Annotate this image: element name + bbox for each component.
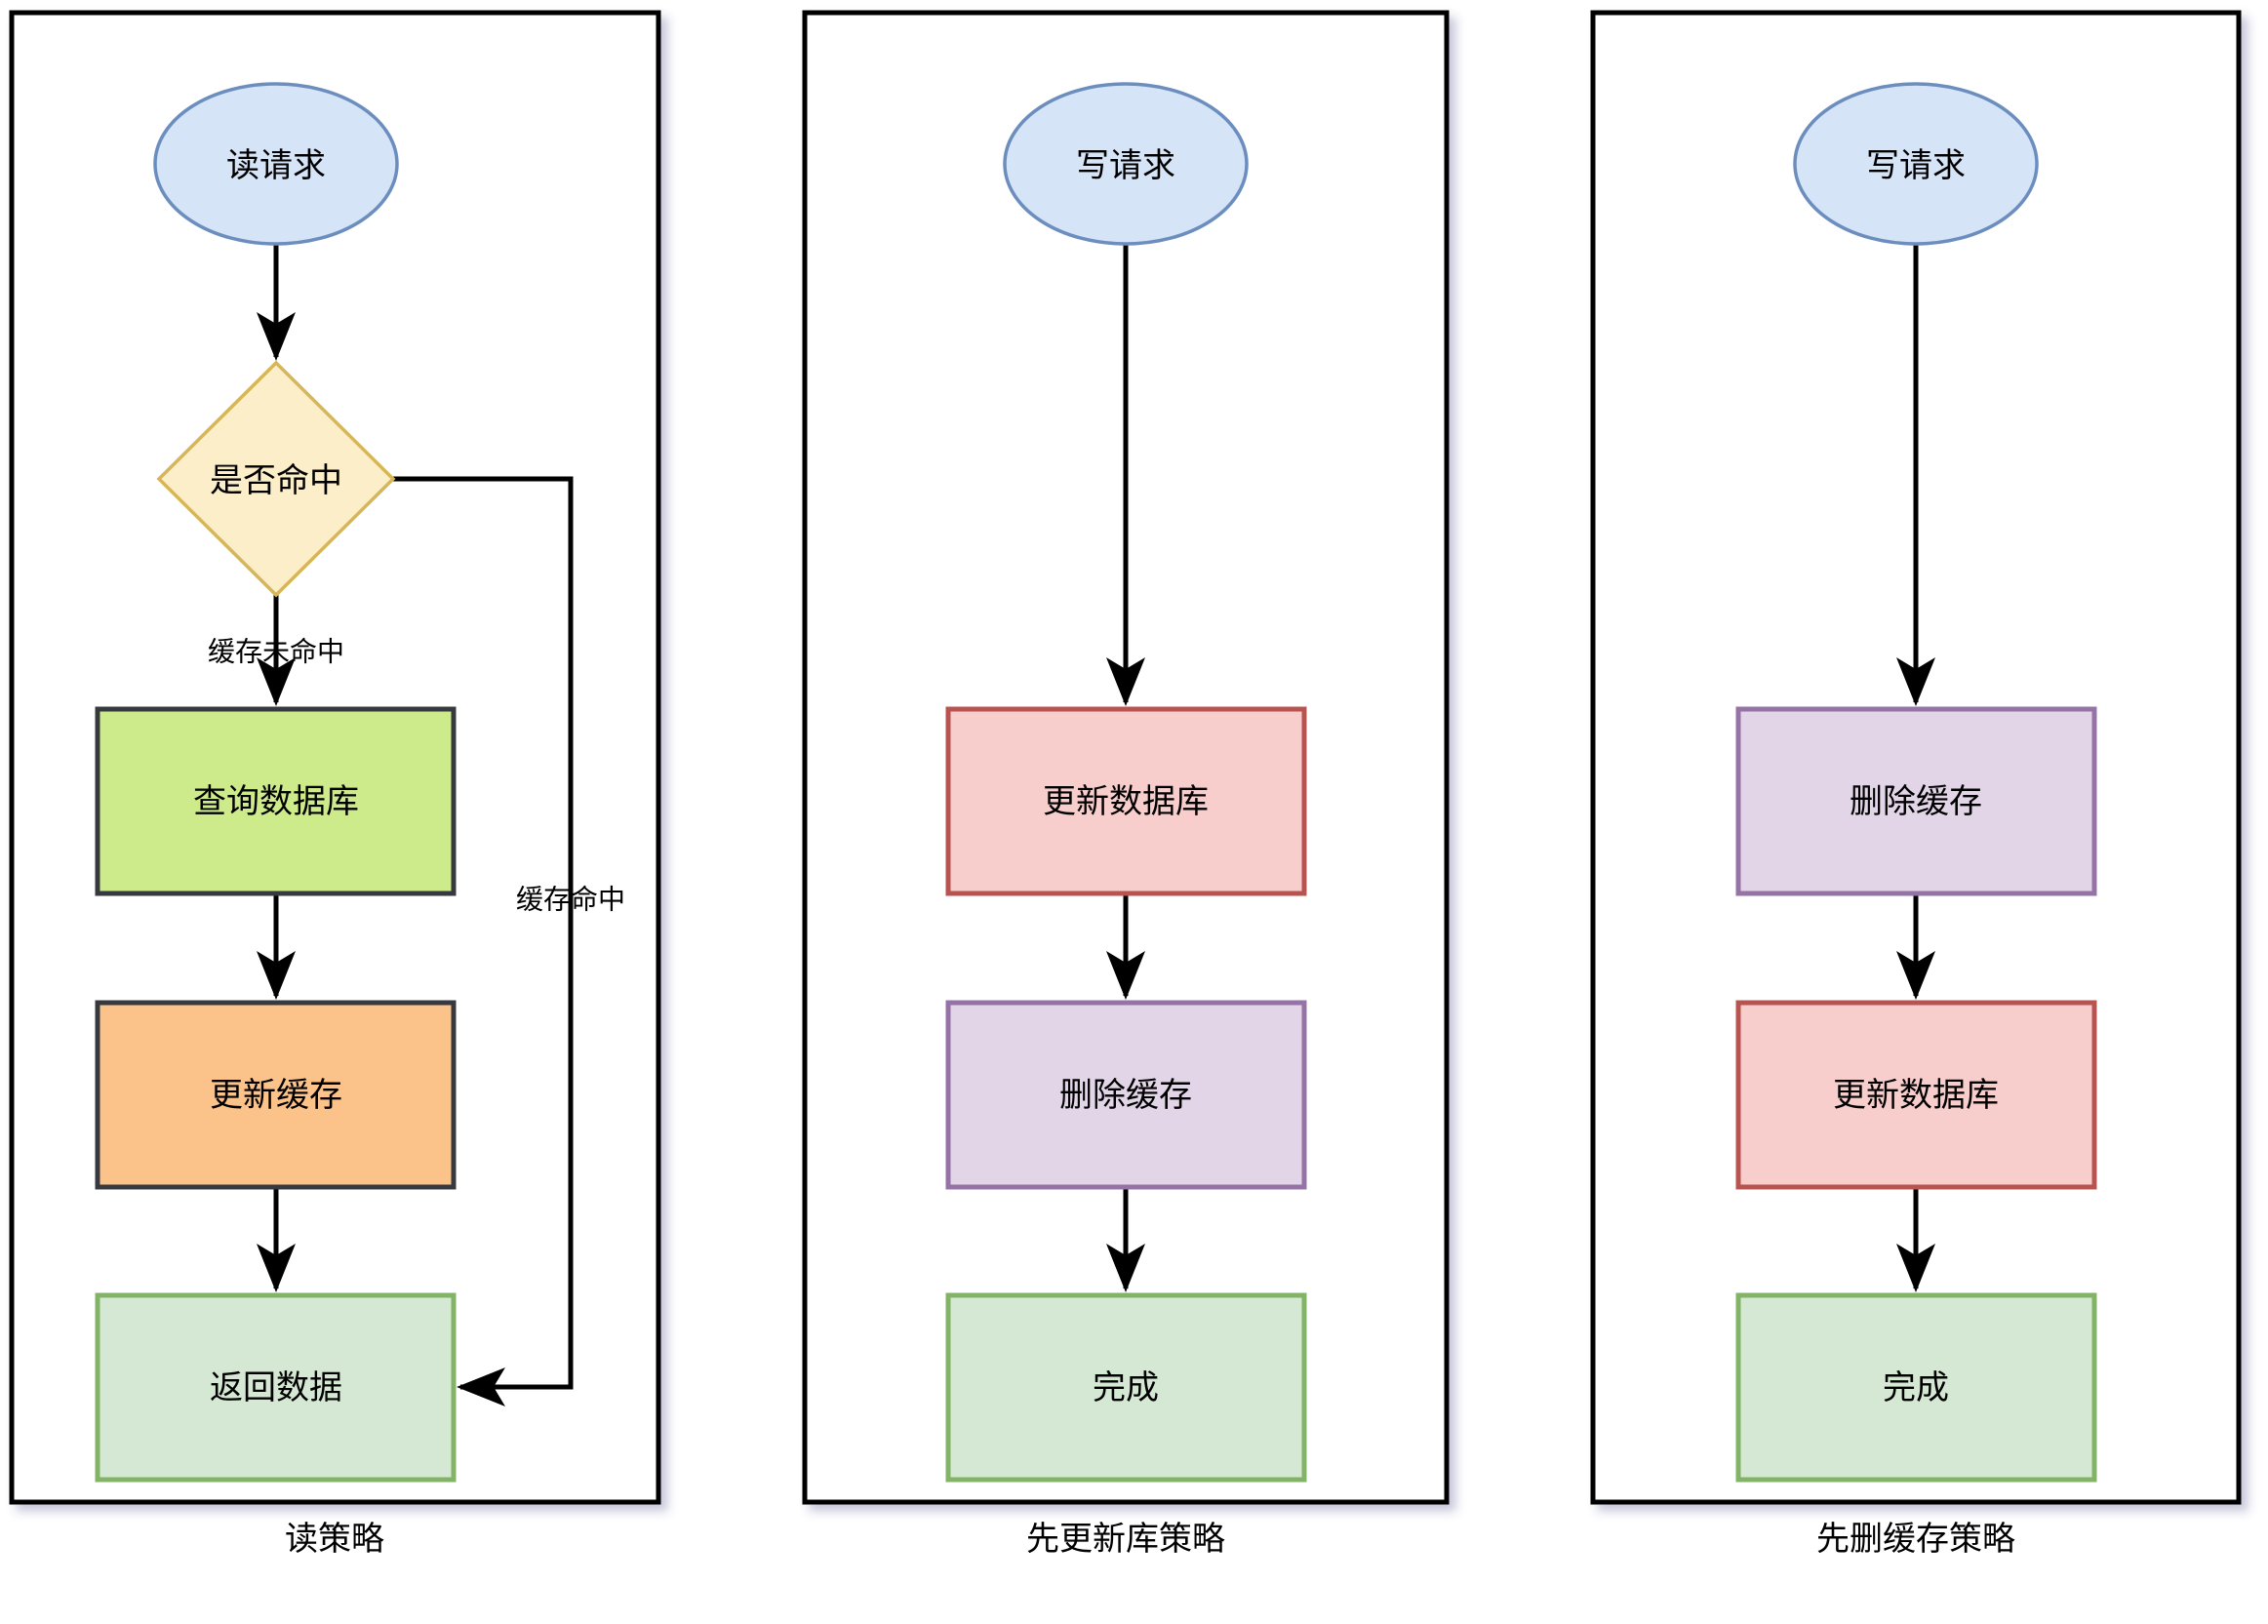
cache-hit-decision-diamond (156, 360, 396, 598)
write-request-1-ellipse (1003, 82, 1249, 246)
panel-update-db-first: 写请求 更新数据库 删除缓存 完成 先更新库策略 (802, 10, 1450, 1558)
read-request-ellipse (153, 82, 399, 246)
node-delete-cache-1[interactable]: 删除缓存 (945, 1000, 1307, 1190)
node-write-request-2[interactable]: 写请求 (1793, 82, 2039, 246)
write-request-2-ellipse (1793, 82, 2039, 246)
update-db-1-label: 更新数据库 (1043, 783, 1209, 820)
panel-label-read-strategy: 读策略 (285, 1521, 384, 1558)
update-db-2-label: 更新数据库 (1833, 1077, 1999, 1114)
done-1-rect (945, 1292, 1307, 1483)
return-data-label: 返回数据 (210, 1369, 342, 1406)
node-done-1[interactable]: 完成 (945, 1292, 1307, 1483)
edge-decision-to-return-data (393, 476, 574, 1406)
panel-label-delete-cache-first: 先删缓存策略 (1816, 1521, 2015, 1558)
update-db-1-rect (945, 706, 1307, 896)
delete-cache-2-rect (1735, 706, 2097, 896)
node-update-db-1[interactable]: 更新数据库 (945, 706, 1307, 896)
cache-hit-decision-label: 是否命中 (210, 462, 342, 499)
write-request-1-label: 写请求 (1076, 147, 1175, 184)
update-db-2-rect (1735, 1000, 2097, 1190)
node-cache-hit-decision[interactable]: 是否命中 (156, 360, 396, 598)
done-2-rect (1735, 1292, 2097, 1483)
return-data-rect (95, 1292, 457, 1483)
write-request-2-label: 写请求 (1866, 147, 1966, 184)
node-return-data[interactable]: 返回数据 (95, 1292, 457, 1483)
node-update-db-2[interactable]: 更新数据库 (1735, 1000, 2097, 1190)
node-done-2[interactable]: 完成 (1735, 1292, 2097, 1483)
edge-label-cache-miss: 缓存未命中 (208, 637, 344, 667)
update-cache-label: 更新缓存 (210, 1077, 342, 1114)
node-write-request-1[interactable]: 写请求 (1003, 82, 1249, 246)
query-db-label: 查询数据库 (193, 783, 359, 820)
node-update-cache[interactable]: 更新缓存 (95, 1000, 457, 1190)
done-1-label: 完成 (1093, 1369, 1159, 1406)
node-read-request[interactable]: 读请求 (153, 82, 399, 246)
query-db-rect (95, 706, 457, 896)
node-delete-cache-2[interactable]: 删除缓存 (1735, 706, 2097, 896)
update-cache-rect (95, 1000, 457, 1190)
node-query-db[interactable]: 查询数据库 (95, 706, 457, 896)
read-request-label: 读请求 (226, 147, 326, 184)
panel-label-update-db-first: 先更新库策略 (1026, 1521, 1225, 1558)
delete-cache-2-label: 删除缓存 (1850, 783, 1982, 820)
panel-read-strategy: 读请求 是否命中 查询数据库 更新缓存 返回数据 缓存未命中 缓存命中 读策略 (9, 10, 661, 1558)
panel-delete-cache-first: 写请求 删除缓存 更新数据库 完成 先删缓存策略 (1590, 10, 2242, 1558)
delete-cache-1-rect (945, 1000, 1307, 1190)
delete-cache-1-label: 删除缓存 (1059, 1077, 1192, 1114)
done-2-label: 完成 (1883, 1369, 1949, 1406)
edge-label-cache-hit: 缓存命中 (516, 885, 625, 915)
